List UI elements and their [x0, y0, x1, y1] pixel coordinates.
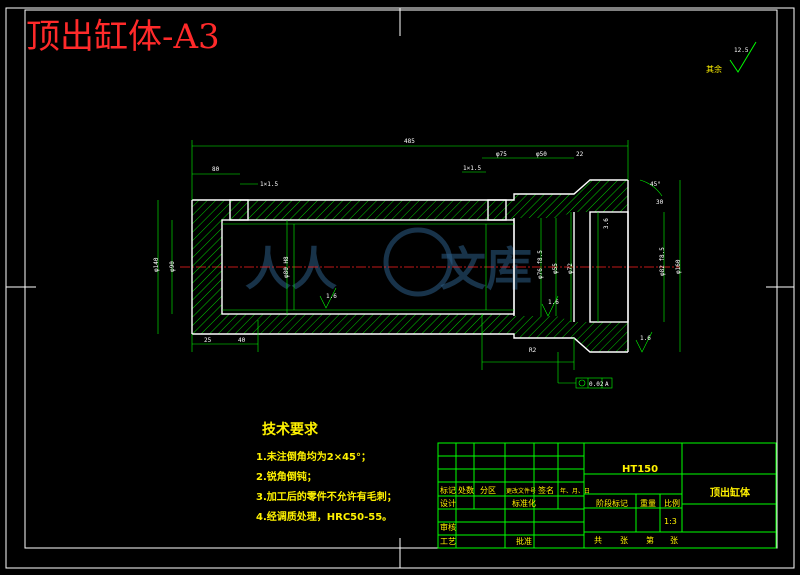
tb-header-4: 更改文件号 — [506, 487, 536, 495]
dim-bottom-left-1: 25 — [204, 337, 212, 344]
dim-chamfer-left: 1×1.5 — [260, 181, 278, 188]
tb-header-2: 处数 — [458, 485, 474, 495]
tb-header-1: 标记 — [440, 485, 456, 495]
dim-chamfer-right: 1×1.5 — [463, 165, 481, 172]
surface-note-text: 其余 — [706, 64, 722, 74]
part-section — [191, 179, 629, 353]
tech-req-title: 技术要求 — [262, 421, 319, 438]
roughness-symbol-a — [319, 287, 337, 309]
dim-left-bore-len: 80 — [212, 166, 220, 173]
watermark-logo — [383, 227, 453, 297]
tb-scale-value: 1:3 — [664, 517, 677, 526]
dim-angle: 45° — [650, 181, 661, 188]
tb-sheet-d: 张 — [670, 536, 678, 545]
dim-bottom-left-2: 40 — [238, 337, 246, 344]
dim-phi-mid: φ50 — [536, 151, 547, 158]
drawing-title: 顶出缸体-A3 — [26, 17, 220, 57]
dim-bore-h8: φ80 H8 — [283, 256, 290, 278]
tb-approve: 批准 — [516, 536, 532, 546]
surface-note-symbol — [729, 41, 757, 73]
tb-header-6: 年、月、日 — [560, 487, 590, 495]
tolerance-value: 0.02 — [589, 381, 604, 388]
tech-req-item-2: 2.锐角倒钝； — [256, 470, 317, 483]
dim-overall-length: 485 — [404, 138, 415, 145]
lower-wall-hatch — [192, 314, 514, 334]
outline-bottom — [192, 333, 628, 353]
title-block: HT150 顶出缸体 标记 处数 分区 更改文件号 签名 年、月、日 设计 标准… — [437, 442, 777, 549]
tb-review: 审核 — [440, 522, 456, 532]
right-lower-hatch — [514, 316, 628, 352]
left-end-hatch — [192, 220, 222, 314]
outline-top — [192, 179, 628, 201]
tb-sheet-a: 共 — [594, 536, 602, 545]
roughness-symbol-b — [541, 295, 559, 317]
tb-material: HT150 — [622, 464, 658, 475]
inner-frame — [24, 9, 778, 549]
tb-sheet-b: 张 — [620, 536, 628, 545]
tech-req-item-3: 3.加工后的零件不允许有毛刺； — [256, 490, 397, 503]
dim-22: 22 — [576, 151, 584, 158]
dim-flange-outer: φ160 — [675, 259, 682, 274]
dim-left-outer: φ140 — [153, 257, 160, 272]
dim-flange-depth: 3.6 — [603, 218, 610, 229]
dim-rough-c: 1.6 — [640, 335, 651, 342]
surface-note-value: 12.5 — [734, 47, 749, 54]
tech-requirements: 技术要求 1.未注倒角均为2×45°； 2.锐角倒钝； 3.加工后的零件不允许有… — [256, 421, 397, 523]
tb-design: 设计 — [440, 498, 456, 508]
dim-left-inner: φ90 — [169, 261, 176, 272]
flange-bore — [589, 211, 629, 323]
tb-process: 工艺 — [440, 537, 456, 546]
dim-right-bore-3: φ72 — [567, 263, 574, 274]
port-right — [487, 199, 507, 221]
tb-stage: 阶段标记 — [596, 498, 628, 508]
tb-standard: 标准化 — [512, 498, 536, 508]
dim-right-bore-2: φ55 — [552, 263, 559, 274]
tb-part-name: 顶出缸体 — [710, 486, 751, 499]
watermark-left-text: 人人 — [245, 242, 337, 296]
dim-flange-bore: φ82 f8.5 — [659, 247, 666, 276]
tb-sheet-c: 第 — [646, 535, 654, 545]
dim-30: 30 — [656, 199, 664, 206]
dimensions: 485 80 1×1.5 1×1.5 φ75 φ50 22 30 φ140 φ9… — [153, 138, 682, 389]
dim-rough-a: 1.6 — [326, 293, 337, 300]
tb-header-3: 分区 — [480, 486, 496, 495]
tech-req-item-4: 4.经调质处理，HRC50-55。 — [256, 510, 392, 523]
port-left — [229, 199, 249, 221]
right-upper-hatch — [514, 180, 628, 218]
tech-req-item-1: 1.未注倒角均为2×45°； — [256, 450, 371, 463]
tolerance-ref: A — [605, 381, 609, 388]
centering-marks — [6, 8, 794, 568]
dim-right-bore-1: φ76 f8.5 — [537, 250, 544, 279]
surface-note: 其余 12.5 — [706, 41, 757, 74]
dim-phi-small: φ75 — [496, 151, 507, 158]
tb-weight: 重量 — [640, 498, 656, 508]
tb-header-5: 签名 — [538, 485, 554, 495]
dim-r-label: R2 — [529, 347, 537, 354]
upper-wall-hatch — [192, 200, 514, 220]
dim-rough-b: 1.6 — [548, 299, 559, 306]
roughness-symbol-c — [635, 331, 653, 353]
tb-scale: 比例 — [664, 498, 680, 508]
